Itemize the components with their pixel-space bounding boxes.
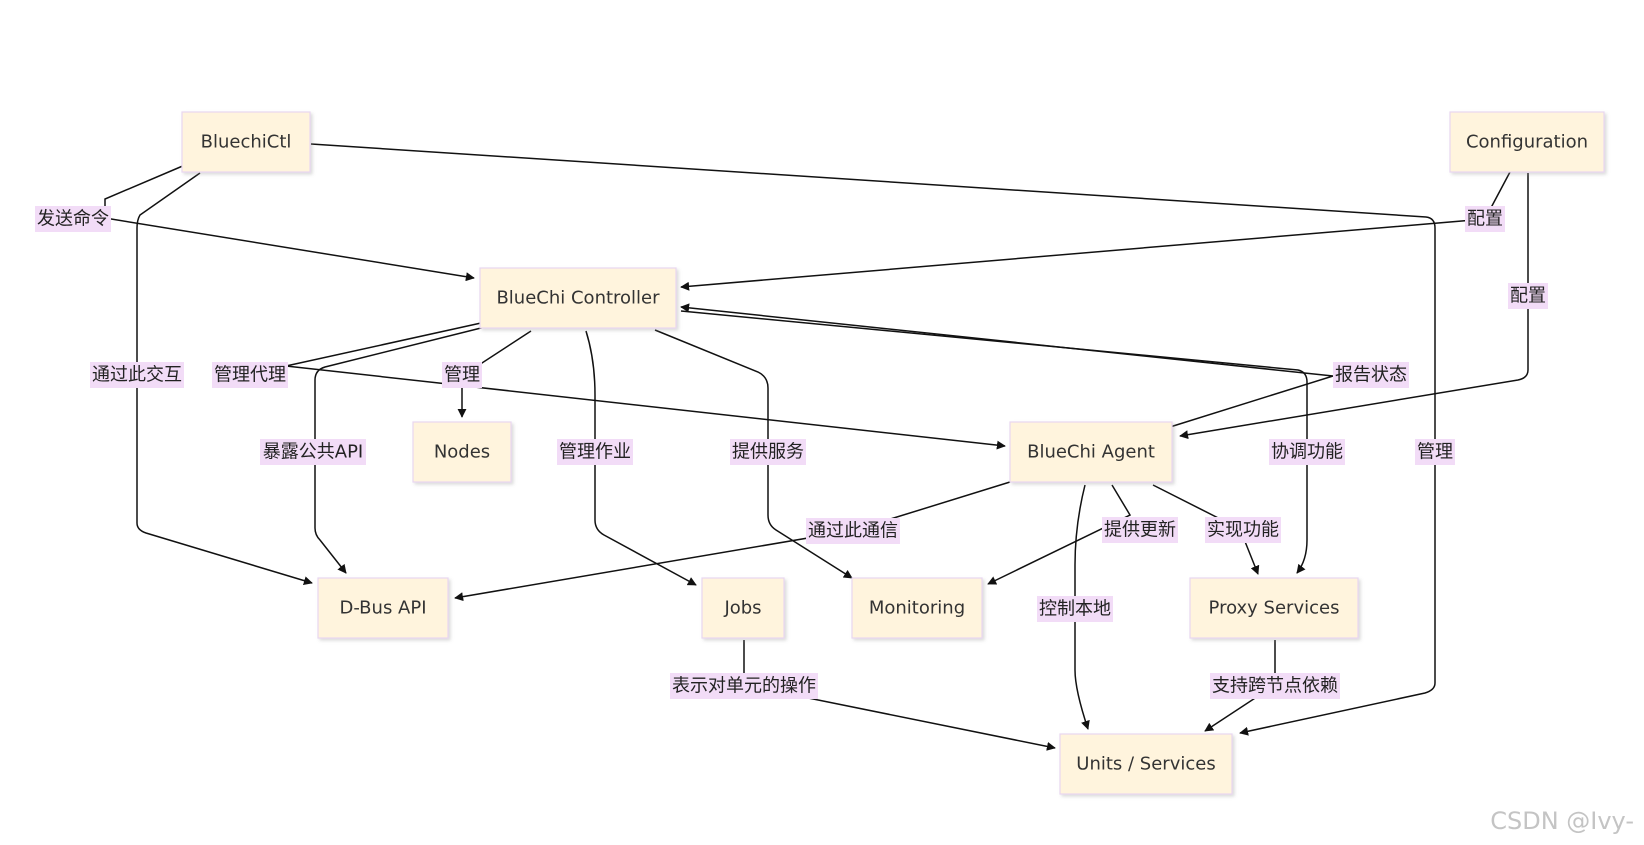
edge-label-interact-via: 通过此交互 <box>90 362 184 388</box>
svg-text:通过此交互: 通过此交互 <box>92 365 182 386</box>
edge-label-local-control: 控制本地 <box>1037 596 1113 622</box>
edge-label-implement: 实现功能 <box>1205 517 1281 543</box>
edge-label-provide-service: 提供服务 <box>730 439 806 465</box>
node-bluechictl: BluechiCtl <box>181 111 311 173</box>
svg-text:BlueChi Controller: BlueChi Controller <box>496 288 660 309</box>
edge-label-config-controller: 配置 <box>1465 206 1505 232</box>
edge-agent-controller <box>680 303 1334 428</box>
svg-text:管理: 管理 <box>444 365 480 386</box>
svg-text:提供服务: 提供服务 <box>732 442 804 463</box>
svg-text:报告状态: 报告状态 <box>1335 365 1407 386</box>
svg-text:BlueChi Agent: BlueChi Agent <box>1027 442 1155 463</box>
svg-text:暴露公共API: 暴露公共API <box>263 442 363 463</box>
node-nodes: Nodes <box>412 421 512 483</box>
svg-text:BluechiCtl: BluechiCtl <box>201 132 292 153</box>
node-dbus-api: D-Bus API <box>317 577 449 639</box>
edge-agent-units <box>1074 484 1090 730</box>
svg-text:管理作业: 管理作业 <box>559 442 631 463</box>
svg-text:表示对单元的操作: 表示对单元的操作 <box>672 676 816 697</box>
edge-label-provide-update: 提供更新 <box>1102 517 1178 543</box>
node-configuration: Configuration <box>1449 111 1605 173</box>
edge-label-manage-units: 管理 <box>1415 439 1455 465</box>
edge-label-cross-node: 支持跨节点依赖 <box>1210 673 1340 699</box>
edge-label-config-agent: 配置 <box>1508 283 1548 309</box>
edge-label-send-command: 发送命令 <box>35 206 111 232</box>
svg-text:支持跨节点依赖: 支持跨节点依赖 <box>1212 676 1338 697</box>
node-controller: BlueChi Controller <box>479 267 677 329</box>
edge-label-report-status: 报告状态 <box>1333 362 1409 388</box>
svg-text:Nodes: Nodes <box>434 442 490 463</box>
nodes: BluechiCtl Configuration BlueChi Control… <box>181 111 1605 795</box>
node-units-services: Units / Services <box>1059 733 1233 795</box>
watermark: CSDN @Ivy- <box>1490 807 1634 835</box>
edge-label-manage-nodes: 管理 <box>442 362 482 388</box>
node-jobs: Jobs <box>701 577 785 639</box>
svg-text:协调功能: 协调功能 <box>1271 442 1343 463</box>
svg-text:控制本地: 控制本地 <box>1039 599 1111 620</box>
svg-text:发送命令: 发送命令 <box>37 209 109 230</box>
edge-label-coordinate: 协调功能 <box>1269 439 1345 465</box>
svg-text:Proxy Services: Proxy Services <box>1209 598 1340 619</box>
edge-controller-agent <box>285 322 1006 450</box>
svg-text:提供更新: 提供更新 <box>1104 520 1176 541</box>
edge-label-manage-jobs: 管理作业 <box>557 439 633 465</box>
node-agent: BlueChi Agent <box>1009 421 1173 483</box>
svg-text:Units / Services: Units / Services <box>1076 754 1215 775</box>
edge-bluechictl-controller <box>104 164 475 282</box>
svg-text:Configuration: Configuration <box>1466 132 1588 153</box>
edge-label-communicate-via: 通过此通信 <box>806 518 900 544</box>
edge-config-agent <box>1179 173 1529 440</box>
svg-text:管理: 管理 <box>1417 442 1453 463</box>
edge-labels: 发送命令 通过此交互 配置 配置 管理代理 管理 暴露公共API 管理作业 <box>35 206 1548 699</box>
svg-text:通过此通信: 通过此通信 <box>808 521 898 542</box>
edge-agent-monitoring <box>987 484 1132 585</box>
node-proxy-services: Proxy Services <box>1189 577 1359 639</box>
svg-text:管理代理: 管理代理 <box>214 365 286 386</box>
edge-label-expose-api: 暴露公共API <box>260 439 366 465</box>
svg-text:D-Bus API: D-Bus API <box>339 598 426 619</box>
edge-label-manage-agent: 管理代理 <box>212 362 288 388</box>
edge-config-controller <box>680 171 1511 291</box>
edge-controller-proxy <box>680 310 1308 574</box>
svg-text:Jobs: Jobs <box>723 598 761 619</box>
svg-text:实现功能: 实现功能 <box>1207 520 1279 541</box>
edge-label-unit-ops: 表示对单元的操作 <box>670 673 818 699</box>
svg-text:Monitoring: Monitoring <box>869 598 965 619</box>
node-monitoring: Monitoring <box>851 577 983 639</box>
svg-text:配置: 配置 <box>1510 286 1546 307</box>
svg-text:配置: 配置 <box>1467 209 1503 230</box>
